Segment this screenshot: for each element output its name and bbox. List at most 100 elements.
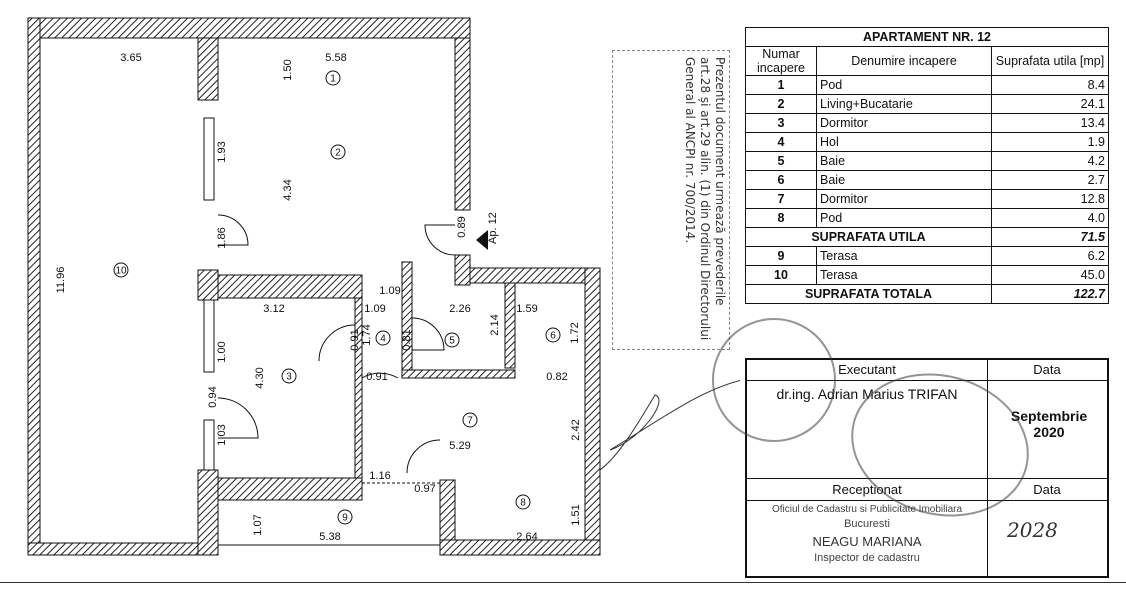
executant-label: Executant (838, 362, 896, 377)
room-number: 3 (286, 372, 292, 383)
cell-name: Dormitor (816, 189, 992, 209)
dimension-label: 0.97 (414, 483, 435, 495)
room-number: 10 (115, 266, 127, 277)
cell-n: 10 (745, 265, 817, 285)
receptionat-label: Receptionat (832, 482, 902, 497)
dimension-label: 2.42 (570, 419, 582, 440)
cell-area: 8.4 (991, 75, 1109, 95)
room-number: 5 (449, 336, 455, 347)
room-number: 7 (467, 416, 473, 427)
cell-area: 12.8 (991, 189, 1109, 209)
room-number: 9 (342, 513, 348, 524)
util-label: SUPRAFATA UTILA (745, 227, 992, 247)
cell-n: 7 (745, 189, 817, 209)
walls (27, 17, 601, 556)
dimension-label: 0.91 (349, 329, 361, 350)
dimension-label: 1.00 (216, 341, 228, 362)
cell-area: 13.4 (991, 113, 1109, 133)
room-number: 1 (330, 74, 336, 85)
dimension-label: 4.34 (282, 179, 294, 200)
legal-note: Prezentul document urmează prevederile a… (612, 50, 730, 350)
cell-name: Baie (816, 170, 992, 190)
dimension-label: 5.38 (319, 531, 340, 543)
room-number: 2 (335, 148, 341, 159)
cell-area: 2.7 (991, 170, 1109, 190)
room-number: 4 (380, 334, 386, 345)
data-label-2: Data (1033, 482, 1061, 497)
header-area: Suprafata utila [mp] (991, 46, 1109, 76)
cell-name: Baie (816, 151, 992, 171)
cell-name: Terasa (816, 265, 992, 285)
dimension-label: 1.59 (516, 303, 537, 315)
inspector-name: NEAGU MARIANA (812, 534, 922, 549)
personal-stamp (712, 318, 836, 442)
room-circle (281, 368, 297, 384)
room-circle (337, 509, 353, 525)
dimension-label: 1.51 (570, 504, 582, 525)
room-circle (545, 327, 561, 343)
dimension-label: 0.91 (366, 371, 387, 383)
total-label: SUPRAFATA TOTALA (745, 284, 992, 304)
room-labels: 1 2 3 4 5 6 7 8 9 10 (113, 70, 561, 525)
room-number: 8 (520, 498, 526, 509)
cell-n: 8 (745, 208, 817, 228)
cell-area: 4.2 (991, 151, 1109, 171)
dimension-label: 1.93 (216, 141, 228, 162)
dimension-label: 1.07 (252, 514, 264, 535)
executant-date: Septembrie 2020 (1010, 408, 1088, 440)
handwritten-date: 2028 (1007, 518, 1058, 542)
dimension-label: 11.96 (55, 267, 67, 294)
cell-name: Living+Bucatarie (816, 94, 992, 114)
cell-name: Terasa (816, 246, 992, 266)
cell-name: Pod (816, 208, 992, 228)
cell-n: 4 (745, 132, 817, 152)
total-value: 122.7 (991, 284, 1109, 304)
office-city: Bucuresti (844, 518, 890, 530)
dimension-label: 1.16 (369, 470, 390, 482)
cell-n: 9 (745, 246, 817, 266)
dimension-label: 3.12 (263, 303, 284, 315)
dimension-label: 2.14 (489, 314, 501, 335)
room-circle (515, 494, 531, 510)
cell-area: 1.9 (991, 132, 1109, 152)
data-label: Data (1033, 362, 1061, 377)
office-name: Oficiul de Cadastru si Publicitate Imobi… (771, 504, 963, 515)
cell-n: 3 (745, 113, 817, 133)
room-number: 6 (550, 331, 556, 342)
room-circle (375, 330, 391, 346)
dimension-label: 0.82 (546, 371, 567, 383)
windows-doors (203, 117, 456, 546)
dimension-label: 1.72 (569, 322, 581, 343)
room-circle (113, 262, 129, 278)
signature-scribble (599, 380, 740, 471)
area-table: APARTAMENT NR. 12 Numar incapere Denumir… (745, 27, 1109, 304)
cell-n: 1 (745, 75, 817, 95)
header-name: Denumire incapere (816, 46, 992, 76)
entrance-marker-icon (476, 230, 488, 250)
cell-n: 5 (745, 151, 817, 171)
dimension-label: 1.50 (282, 59, 294, 80)
dimension-label: 2.64 (516, 531, 537, 543)
cell-n: 2 (745, 94, 817, 114)
table-title: APARTAMENT NR. 12 (745, 27, 1109, 47)
room-circle (444, 332, 460, 348)
util-value: 71.5 (991, 227, 1109, 247)
dimension-label: 0.89 (456, 216, 468, 237)
cell-name: Hol (816, 132, 992, 152)
room-circle (462, 412, 478, 428)
cell-name: Pod (816, 75, 992, 95)
cell-name: Dormitor (816, 113, 992, 133)
dimension-label: 4.30 (254, 367, 266, 388)
cell-area: 45.0 (991, 265, 1109, 285)
apartment-marker: Ap. 12 (487, 212, 499, 244)
